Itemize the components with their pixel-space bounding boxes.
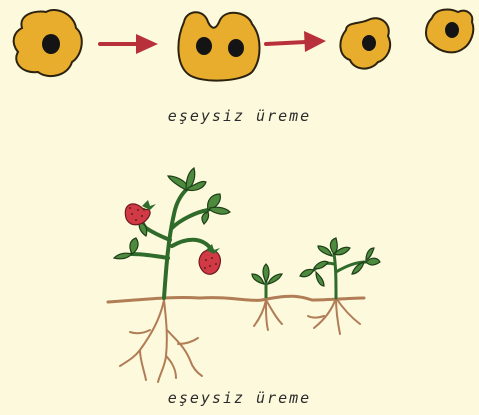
strawberry-plant xyxy=(114,168,230,298)
runner-line xyxy=(108,296,364,302)
arrow-right-icon xyxy=(100,34,158,54)
strawberry-icon xyxy=(125,200,156,225)
caption-top: eşeysiz üreme xyxy=(0,107,479,125)
nucleus-icon xyxy=(42,34,60,54)
roots-icon xyxy=(254,300,282,330)
cell-daughter-1 xyxy=(340,18,390,68)
roots-icon xyxy=(308,298,360,334)
cell-daughter-2 xyxy=(426,10,473,53)
strawberry-icon xyxy=(199,244,220,274)
caption-bottom: eşeysiz üreme xyxy=(0,389,479,407)
young-plant-small xyxy=(252,264,282,298)
cell-parent xyxy=(14,10,82,76)
cell-dividing xyxy=(178,12,259,80)
nucleus-icon xyxy=(228,39,244,57)
nucleus-icon xyxy=(362,35,376,51)
arrow-right-icon xyxy=(266,31,326,52)
nucleus-icon xyxy=(445,22,459,38)
roots-icon xyxy=(120,300,202,382)
nucleus-icon xyxy=(196,37,212,55)
young-plant-large xyxy=(300,238,380,298)
